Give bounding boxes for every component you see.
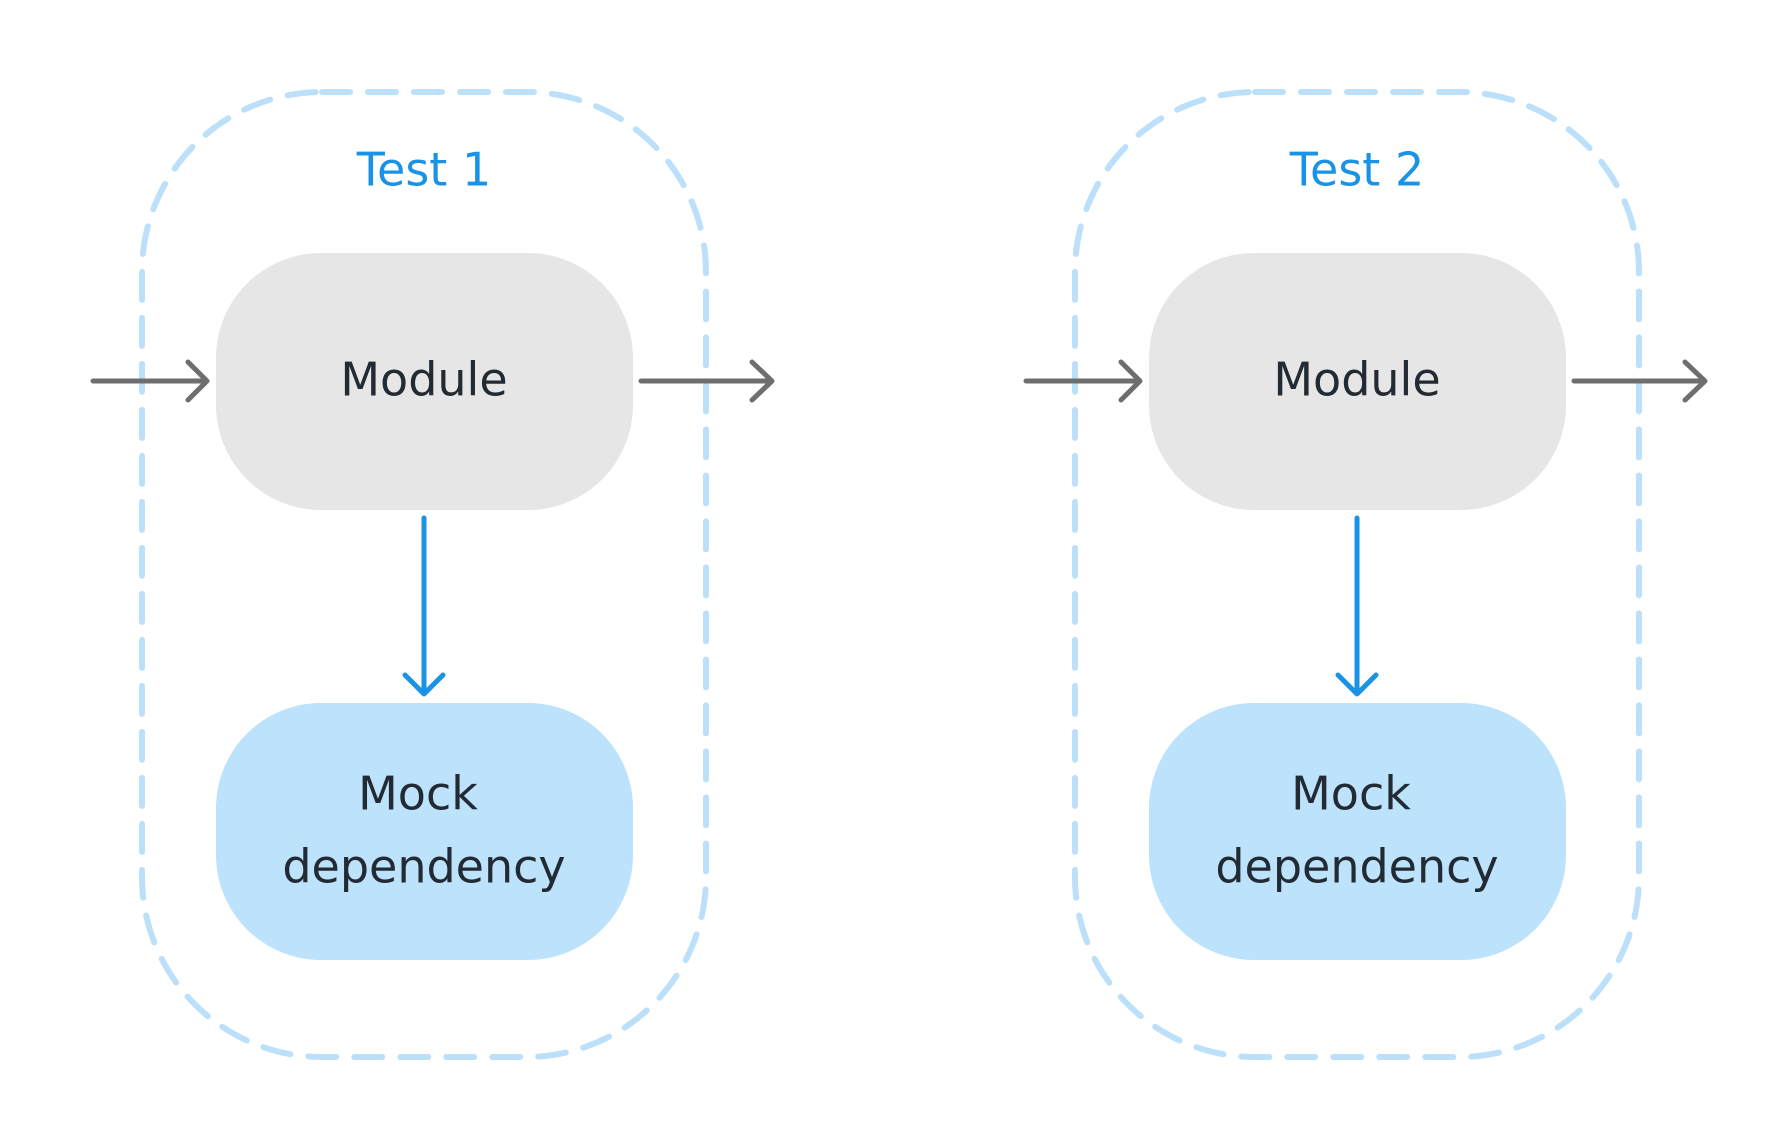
- test-1-mock-label-line2: dependency: [282, 840, 565, 894]
- test-2-input-arrow: [1023, 359, 1143, 403]
- test-1-mock-box: [216, 703, 633, 960]
- test-2-output-arrow: [1571, 359, 1708, 403]
- test-2-title: Test 2: [1289, 143, 1424, 197]
- test-1-module-box: [216, 253, 633, 510]
- test-1-dependency-arrow: [402, 515, 446, 697]
- test-group-1: Test 1 Module Mock dependency: [90, 89, 775, 1060]
- test-1-input-arrow: [90, 359, 210, 403]
- test-2-dependency-arrow: [1335, 515, 1379, 697]
- test-1-module-label: Module: [340, 353, 507, 407]
- test-2-mock-box: [1149, 703, 1566, 960]
- test-2-boundary: [1072, 89, 1642, 1060]
- test-2-module-label: Module: [1273, 353, 1440, 407]
- test-group-2: Test 2 Module Mock dependency: [1023, 89, 1708, 1060]
- test-2-mock-label-line2: dependency: [1215, 840, 1498, 894]
- test-1-title: Test 1: [356, 143, 491, 197]
- test-1-output-arrow: [638, 359, 775, 403]
- test-1-boundary: [139, 89, 709, 1060]
- test-1-mock-label-line1: Mock: [358, 767, 478, 821]
- test-2-module-box: [1149, 253, 1566, 510]
- test-2-mock-label-line1: Mock: [1291, 767, 1411, 821]
